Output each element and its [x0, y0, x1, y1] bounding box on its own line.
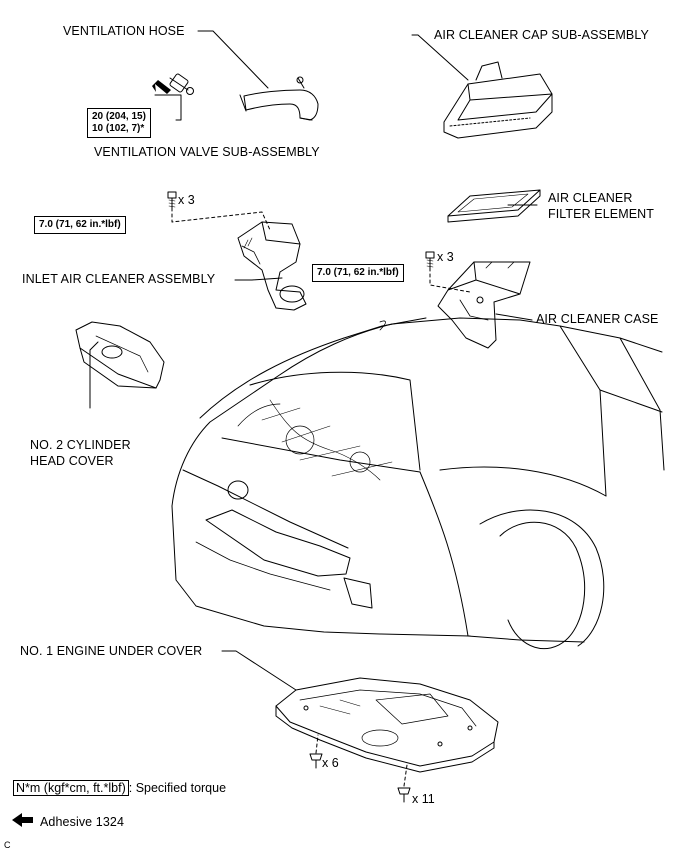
screw-icon [309, 753, 323, 769]
air-cleaner-case [437, 261, 531, 349]
torque-legend: N*m (kgf*cm, ft.*lbf): Specified torque [13, 780, 227, 796]
ventilation-valve-label: VENTILATION VALVE SUB-ASSEMBLY [94, 145, 320, 159]
air-cleaner-filter-label-2: FILTER ELEMENT [548, 207, 655, 221]
inlet-torque-box: 7.0 (71, 62 in.*lbf) [34, 216, 126, 234]
adhesive-legend-icon [12, 813, 33, 827]
inlet-air-cleaner [237, 221, 307, 311]
case-bolt-count: x 3 [437, 250, 454, 264]
valve-torque-line1: 20 (204, 15) [92, 111, 146, 122]
case-torque-box: 7.0 (71, 62 in.*lbf) [312, 264, 404, 282]
ventilation-hose-label: VENTILATION HOSE [63, 24, 185, 38]
clip-icon [397, 787, 411, 803]
torque-legend-desc: : Specified torque [128, 781, 227, 795]
dashed-leaders [171, 207, 471, 787]
cylinder-head-cover-label-1: NO. 2 CYLINDER [30, 438, 131, 452]
ventilation-hose [239, 76, 319, 121]
valve-torque-box: 20 (204, 15) 10 (102, 7)* [87, 108, 151, 138]
under-cover-count-b: x 11 [412, 792, 435, 806]
air-cleaner-cap-label: AIR CLEANER CAP SUB-ASSEMBLY [434, 28, 649, 42]
ventilation-valve [169, 73, 194, 95]
bolt-icon [167, 191, 177, 209]
corner-code: C [4, 840, 11, 850]
vehicle-illustration [171, 317, 665, 650]
engine-under-cover [275, 677, 499, 773]
air-cleaner-cap [443, 61, 553, 139]
inlet-air-cleaner-label: INLET AIR CLEANER ASSEMBLY [22, 272, 216, 286]
air-cleaner-case-label: AIR CLEANER CASE [536, 312, 659, 326]
filter-element [447, 189, 541, 223]
adhesive-arrow-icon [152, 80, 171, 94]
leader-lines [89, 30, 538, 691]
cylinder-head-cover [75, 321, 165, 389]
adhesive-legend-label: Adhesive 1324 [40, 815, 125, 829]
under-cover-count-a: x 6 [322, 756, 339, 770]
air-cleaner-filter-label-1: AIR CLEANER [548, 191, 633, 205]
torque-legend-key: N*m (kgf*cm, ft.*lbf) [13, 780, 129, 796]
inlet-bolt-count: x 3 [178, 193, 195, 207]
bolt-icon [425, 251, 435, 269]
engine-under-cover-label: NO. 1 ENGINE UNDER COVER [20, 644, 203, 658]
valve-torque-line2: 10 (102, 7)* [92, 123, 145, 134]
cylinder-head-cover-label-2: HEAD COVER [30, 454, 114, 468]
